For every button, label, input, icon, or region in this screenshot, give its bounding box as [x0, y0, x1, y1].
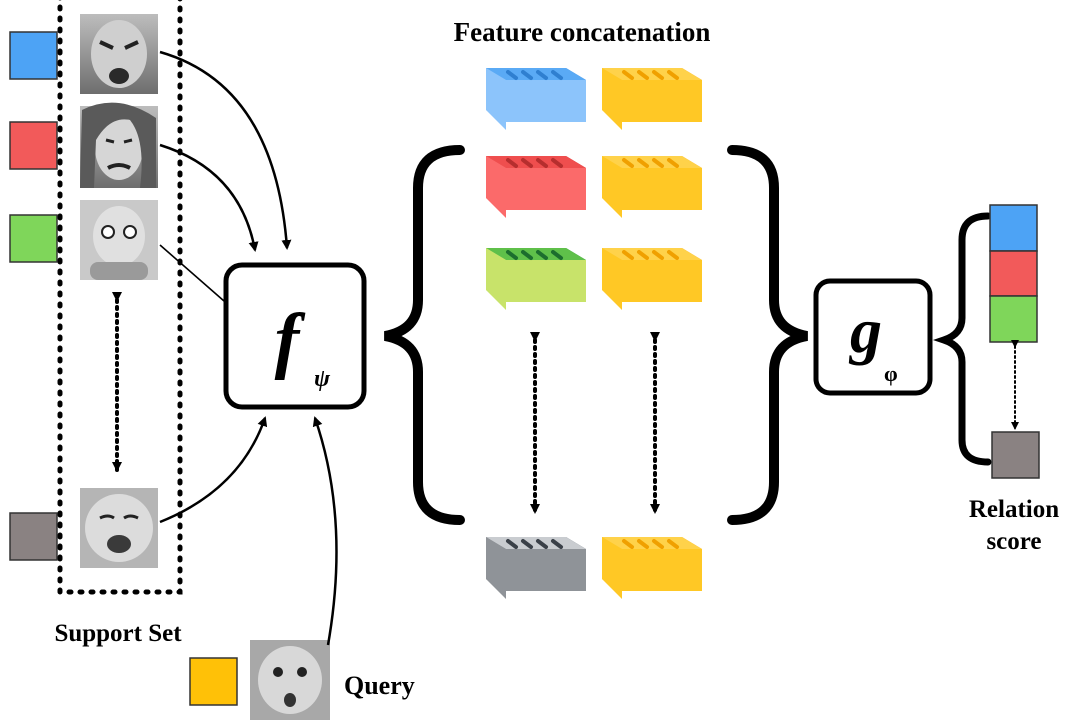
- support-class-swatch: [9, 31, 58, 80]
- support-set-class-swatches: [9, 31, 58, 561]
- query-label: Query: [344, 671, 415, 700]
- relation-module-g-phi: g φ: [813, 278, 933, 396]
- support-class-swatch: [9, 214, 58, 263]
- embedding-module-f-psi: f ψ: [223, 262, 367, 410]
- surprised-baby-face-image: [250, 640, 330, 720]
- support-to-f-arrow: [159, 244, 234, 310]
- query-class-swatch: [189, 657, 238, 706]
- disgust-face-image: [80, 102, 158, 188]
- relation-fn-symbol: g: [848, 295, 882, 366]
- query-feature-brick: [602, 68, 702, 130]
- query-feature-brick: [602, 248, 702, 310]
- relation-score-brace: [932, 212, 992, 466]
- concat-left-brace: [383, 145, 465, 525]
- support-feature-brick: [486, 537, 586, 599]
- embedding-fn-subscript: ψ: [314, 366, 331, 392]
- crying-baby-face-image: [80, 488, 158, 568]
- support-to-f-arrow: [159, 143, 259, 252]
- support-class-swatch: [9, 121, 58, 170]
- support-set-frame: [57, 0, 183, 595]
- support-feature-brick: [486, 68, 586, 130]
- angry-face-image: [80, 14, 158, 94]
- relation-score-cell: [989, 204, 1038, 252]
- support-class-swatch: [9, 512, 58, 561]
- support-feature-brick: [486, 248, 586, 310]
- concat-right-brace: [727, 145, 809, 525]
- relation-score-cell: [989, 295, 1038, 343]
- query-feature-brick: [602, 156, 702, 218]
- query-feature-brick: [602, 537, 702, 599]
- relation-score-stack: [989, 204, 1040, 479]
- feature-concatenation-title: Feature concatenation: [454, 17, 711, 47]
- fear-face-image: [80, 200, 158, 280]
- feature-bricks: [486, 68, 702, 599]
- support-set-label: Support Set: [54, 620, 182, 647]
- relation-score-label-line1: Relation: [969, 496, 1059, 523]
- support-to-f-arrow: [159, 50, 292, 250]
- query-to-f-arrow: [312, 416, 338, 646]
- support-to-f-arrow: [159, 416, 268, 524]
- support-feature-brick: [486, 156, 586, 218]
- relation-fn-subscript: φ: [884, 361, 898, 386]
- relation-score-label-line2: score: [986, 528, 1041, 555]
- relation-score-cell: [989, 250, 1038, 297]
- relation-score-cell: [991, 431, 1040, 479]
